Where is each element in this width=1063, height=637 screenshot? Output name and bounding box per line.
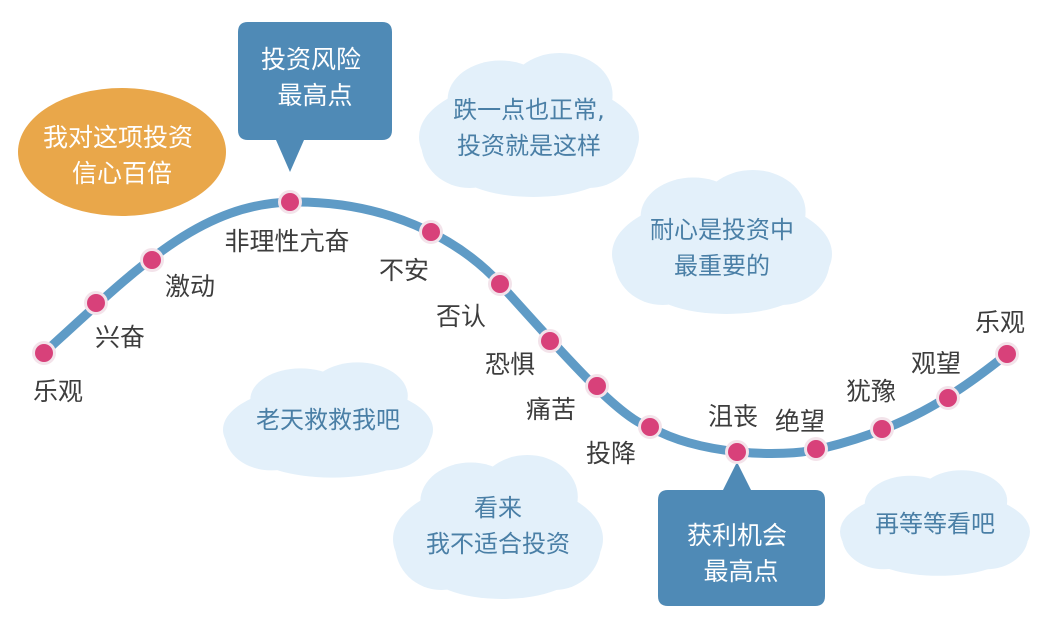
stage-label: 投降 xyxy=(586,439,636,468)
cloud-puff xyxy=(916,470,1008,532)
stage-dot xyxy=(588,377,606,395)
stage-label: 观望 xyxy=(911,349,961,378)
stage-label: 激动 xyxy=(165,272,215,301)
thought-cloud: 看来我不适合投资 xyxy=(393,455,603,599)
cloud-puff xyxy=(477,455,578,539)
cloud-text: 耐心是投资中最重要的 xyxy=(650,216,794,280)
stage-dot xyxy=(939,389,957,407)
stage-dot xyxy=(491,275,509,293)
stage-label: 不安 xyxy=(379,256,429,285)
stage-dot xyxy=(281,193,299,211)
cloud-text-line: 老天救救我吧 xyxy=(256,406,400,434)
thought-cloud: 老天救救我吧 xyxy=(223,362,433,478)
stage-dots xyxy=(32,190,1019,464)
cloud-puff xyxy=(307,362,408,430)
cloud-text-line: 耐心是投资中 xyxy=(650,216,794,244)
cloud-puff xyxy=(647,254,806,314)
cloud-text: 老天救救我吧 xyxy=(256,406,400,434)
confidence-callout: 我对这项投资 信心百倍 xyxy=(18,88,226,216)
stage-label: 绝望 xyxy=(775,407,825,436)
cloud-text-line: 投资就是这样 xyxy=(457,132,601,160)
stage-dot xyxy=(807,440,825,458)
confidence-bubble xyxy=(18,88,226,216)
cloud-puff xyxy=(454,137,613,197)
risk-peak-line-1: 投资风险 xyxy=(261,45,361,74)
risk-peak-callout: 投资风险 最高点 xyxy=(238,22,392,172)
stage-dot xyxy=(641,418,659,436)
svg-text:我对这项投资 信心百倍: 我对这项投资 信心百倍 xyxy=(43,123,201,188)
stage-dot xyxy=(35,344,53,362)
stage-dot xyxy=(541,332,559,350)
cloud-puff xyxy=(700,170,806,254)
stage-dot xyxy=(422,223,440,241)
cloud-text-line: 最重要的 xyxy=(674,252,770,280)
cloud-text: 再等等看吧 xyxy=(875,510,995,538)
stage-label: 恐惧 xyxy=(485,350,535,379)
risk-peak-bubble xyxy=(238,22,392,172)
thought-cloud: 跌一点也正常, 投资就是这样 xyxy=(419,53,639,197)
stage-dot xyxy=(728,443,746,461)
opportunity-peak-callout: 获利机会 最高点 xyxy=(658,462,825,606)
stage-labels: 乐观兴奋激动非理性亢奋不安否认恐惧痛苦投降沮丧绝望犹豫观望乐观 xyxy=(33,227,1025,468)
risk-peak-line-2: 最高点 xyxy=(277,81,352,110)
thought-cloud: 耐心是投资中最重要的 xyxy=(612,170,832,314)
stage-label: 痛苦 xyxy=(526,395,576,424)
cloud-text-line: 跌一点也正常, xyxy=(453,96,605,124)
svg-text:获利机会 最高点: 获利机会 最高点 xyxy=(687,521,795,586)
stage-label: 非理性亢奋 xyxy=(224,227,349,256)
cloud-text: 看来我不适合投资 xyxy=(426,494,570,558)
stage-label: 乐观 xyxy=(975,308,1025,337)
cloud-text-line: 再等等看吧 xyxy=(875,510,995,538)
stage-dot xyxy=(87,294,105,312)
thought-cloud: 再等等看吧 xyxy=(840,470,1030,576)
opportunity-peak-line-2: 最高点 xyxy=(703,557,778,586)
stage-dot xyxy=(998,345,1016,363)
cloud-puff xyxy=(256,429,408,478)
svg-text:投资风险 最高点: 投资风险 最高点 xyxy=(261,45,369,110)
confidence-line-1: 我对这项投资 xyxy=(43,123,193,152)
opportunity-peak-line-1: 获利机会 xyxy=(687,521,787,550)
cloud-text-line: 看来 xyxy=(474,494,522,522)
stage-label: 犹豫 xyxy=(846,377,896,406)
stage-label: 乐观 xyxy=(33,377,83,406)
stage-label: 兴奋 xyxy=(95,323,145,352)
cloud-puff xyxy=(870,531,1008,576)
cloud-text: 跌一点也正常, 投资就是这样 xyxy=(453,96,605,160)
stage-dot xyxy=(873,420,891,438)
opportunity-peak-bubble xyxy=(658,462,825,606)
stage-dot xyxy=(143,251,161,269)
stage-label: 沮丧 xyxy=(708,402,758,431)
confidence-line-2: 信心百倍 xyxy=(72,159,172,188)
cloud-puff xyxy=(507,53,613,137)
cloud-puff xyxy=(426,539,578,599)
cloud-text-line: 我不适合投资 xyxy=(426,530,570,558)
stage-label: 否认 xyxy=(436,302,486,331)
